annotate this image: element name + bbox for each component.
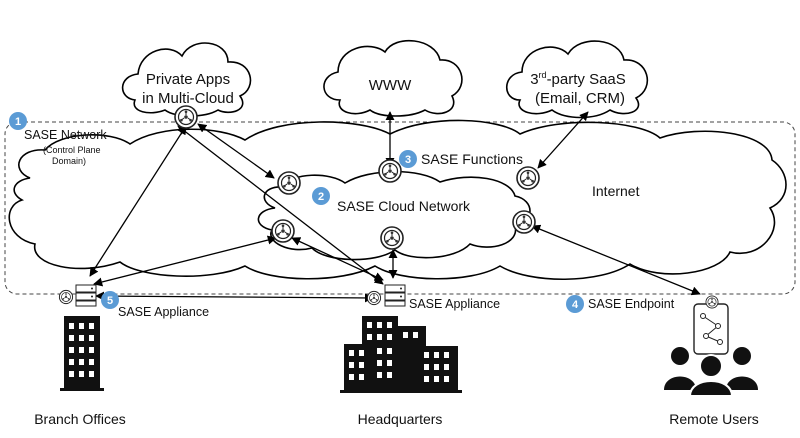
saas-label-2: (Email, CRM) bbox=[535, 90, 625, 107]
node-functions bbox=[378, 159, 402, 183]
badge-3: 3 bbox=[399, 150, 417, 168]
node-right-bottom bbox=[512, 210, 536, 234]
hq-appliance-icon bbox=[366, 284, 406, 307]
remote-users-label: Remote Users bbox=[669, 411, 758, 427]
headquarters-buildings-icon bbox=[340, 316, 462, 393]
branch-offices-label: Branch Offices bbox=[34, 411, 126, 427]
sase-appliance-branch-label: SASE Appliance bbox=[118, 305, 209, 319]
connection-arrows bbox=[89, 111, 701, 303]
sase-network-sub2: Domain) bbox=[52, 156, 86, 166]
node-private-apps bbox=[174, 105, 198, 129]
node-left-top bbox=[277, 171, 301, 195]
branch-office-building-icon bbox=[60, 316, 104, 391]
private-apps-label-1: Private Apps bbox=[146, 71, 230, 88]
badge-1: 1 bbox=[9, 112, 27, 130]
sase-endpoint-label: SASE Endpoint bbox=[588, 297, 675, 311]
www-cloud bbox=[323, 39, 463, 117]
www-label: WWW bbox=[369, 77, 412, 94]
badge-4: 4 bbox=[566, 295, 584, 313]
sase-appliance-hq-label: SASE Appliance bbox=[409, 297, 500, 311]
node-left-bottom bbox=[271, 219, 295, 243]
sase-network-sub1: (Control Plane bbox=[43, 145, 101, 155]
private-apps-cloud bbox=[121, 42, 252, 117]
remote-users-icon bbox=[664, 295, 758, 397]
sase-functions-label: SASE Functions bbox=[421, 151, 523, 167]
node-right-top bbox=[516, 166, 540, 190]
badge-5: 5 bbox=[101, 291, 119, 309]
node-center-bottom bbox=[380, 226, 404, 250]
svg-text:2: 2 bbox=[318, 191, 324, 203]
sase-network-title: SASE Network bbox=[24, 128, 107, 142]
svg-text:1: 1 bbox=[15, 116, 21, 128]
headquarters-label: Headquarters bbox=[358, 411, 443, 427]
branch-appliance-icon bbox=[58, 284, 97, 307]
private-apps-label-2: in Multi-Cloud bbox=[142, 90, 234, 107]
svg-text:5: 5 bbox=[107, 295, 113, 307]
cloud-network-label: SASE Cloud Network bbox=[337, 198, 471, 214]
svg-text:3: 3 bbox=[405, 154, 411, 166]
badge-2: 2 bbox=[312, 187, 330, 205]
saas-label-1: 3rd-party SaaS bbox=[530, 70, 626, 88]
svg-text:4: 4 bbox=[572, 299, 579, 311]
internet-label: Internet bbox=[592, 183, 640, 199]
